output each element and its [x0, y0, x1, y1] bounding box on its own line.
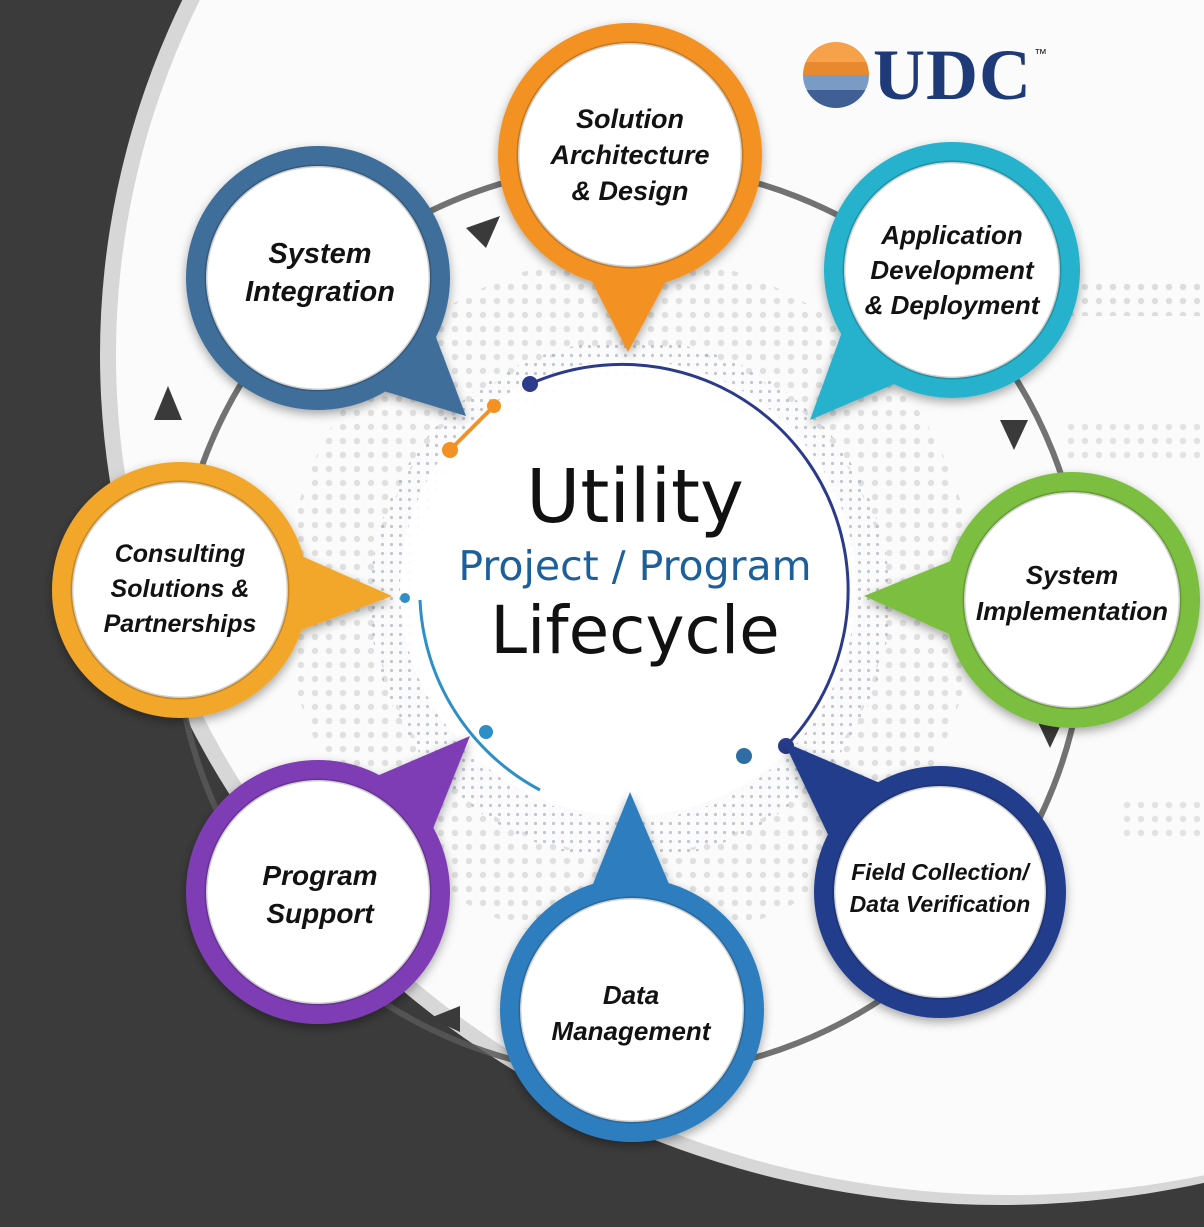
trademark-symbol: ™ [1034, 46, 1047, 61]
bubble-face [962, 490, 1182, 710]
cycle-arrow-icon [154, 386, 182, 420]
steel-blue-ring [186, 146, 466, 416]
green-ring [864, 472, 1200, 728]
bubble-pointer [590, 792, 672, 892]
cycle-arrow-icon [466, 216, 500, 248]
navy-ring [784, 742, 1066, 1018]
bubble-face [204, 778, 432, 1006]
cycle-arrow-icon [1000, 420, 1028, 450]
node-label-data-management: Data Management [551, 980, 711, 1046]
bubble-face [832, 784, 1048, 1000]
inner-hub-arc-left [418, 599, 541, 792]
inner-hub-circle [400, 360, 856, 816]
bubble-pointer [587, 273, 670, 352]
udc-logo: UDC ™ [803, 35, 1047, 115]
udc-logo-text: UDC [873, 35, 1032, 115]
bubble-face [70, 480, 290, 700]
bubble-face [842, 160, 1062, 380]
node-label-solution-architecture: Solution Architecture & Design [550, 104, 710, 206]
orange-ring [498, 23, 762, 352]
arc-endpoint-dot [522, 376, 538, 392]
connector-dot [442, 442, 458, 458]
center-footer: Lifecycle [490, 592, 780, 669]
node-label-system-implementation: System Implementation [975, 560, 1169, 626]
center-title-block: Utility Project / Program Lifecycle [380, 455, 890, 715]
connector-line [448, 404, 496, 452]
purple-ring [186, 736, 470, 1024]
cycle-arrow-icon [430, 1006, 460, 1032]
node-bubbles [52, 23, 1200, 1142]
node-label-program-support: Program Support [262, 860, 378, 929]
arc-endpoint-dot [736, 748, 752, 764]
connector-dot [487, 399, 501, 413]
arc-endpoint-dot [479, 725, 493, 739]
inner-hub-arc [529, 362, 850, 748]
gold-ring [52, 462, 392, 718]
bubble-pointer [371, 736, 470, 836]
udc-logo-mark [803, 42, 869, 108]
node-label-field-collection: Field Collection/ Data Verification [849, 859, 1031, 917]
bubble-pointer [864, 558, 958, 638]
center-title: Utility [526, 454, 744, 540]
node-label-application-development: Application Development & Deployment [864, 219, 1040, 320]
bubble-pointer [294, 553, 392, 633]
bubble-pointer [784, 742, 886, 842]
node-label-consulting-solutions: Consulting Solutions & Partnerships [103, 539, 257, 638]
bubble-pointer [810, 326, 902, 420]
center-subtitle: Project / Program [458, 542, 812, 590]
bubble-face [518, 896, 746, 1124]
blue-ring [500, 792, 764, 1142]
bubble-face [516, 41, 744, 269]
bubble-pointer [377, 329, 466, 416]
arc-endpoint-dot [400, 593, 410, 603]
bubble-face [204, 164, 432, 392]
node-label-system-integration: System Integration [245, 238, 395, 308]
teal-ring [810, 142, 1080, 420]
